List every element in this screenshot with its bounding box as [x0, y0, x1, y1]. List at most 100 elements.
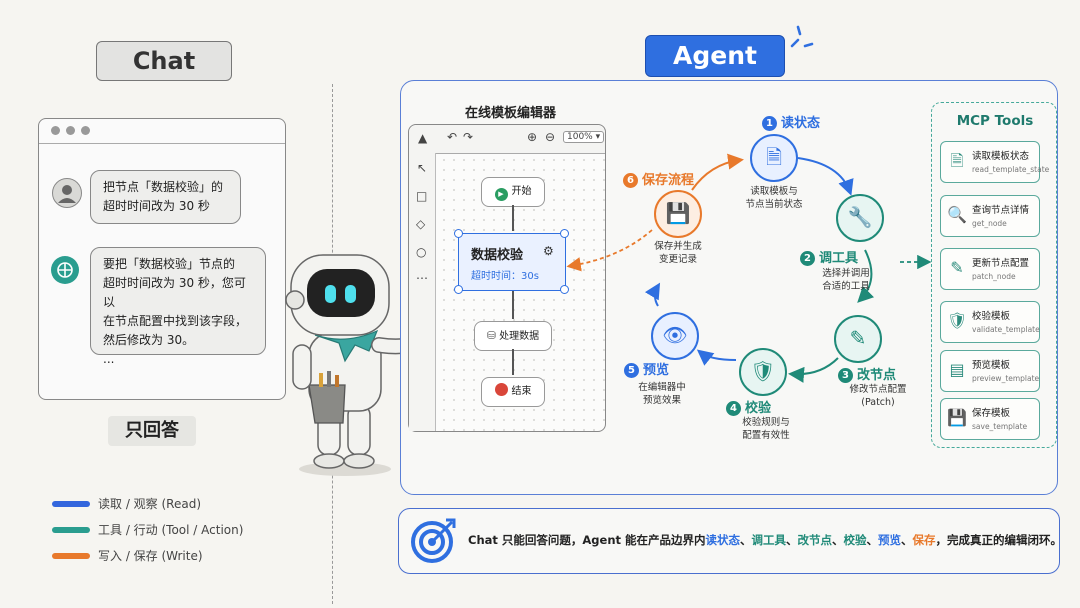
legend-swatch — [52, 527, 90, 533]
assistant-message-line: 然后修改为 30。 — [103, 333, 195, 347]
step-save-icon: 💾 — [654, 190, 702, 238]
step-validate-icon: 🛡 — [739, 348, 787, 396]
target-icon — [411, 518, 456, 563]
step-read-state-desc: 读取模板与节点当前状态 — [742, 185, 806, 211]
summary-tool: 调工具 — [751, 533, 787, 547]
editor-title: 在线模板编辑器 — [465, 106, 557, 121]
summary-sep: 、 — [832, 533, 844, 547]
node-end[interactable]: 结束 — [481, 377, 545, 407]
node-end-label: 结束 — [511, 386, 532, 397]
sparkle-icon — [790, 25, 814, 48]
step-desc-line: 在编辑器中 — [638, 382, 686, 393]
summary-patch: 改节点 — [797, 533, 833, 547]
tool-preview-template[interactable]: ▤ 预览模板 preview_template — [940, 350, 1040, 392]
user-avatar-icon — [52, 178, 82, 208]
connector — [512, 205, 514, 231]
tool-validate-template[interactable]: 🛡 校验模板 validate_template — [940, 301, 1040, 343]
node-process-data[interactable]: ⛁处理数据 — [474, 321, 552, 351]
edit-icon: ✎ — [950, 258, 964, 277]
assistant-message-line: 要把「数据校验」节点的 — [103, 257, 236, 271]
tool-get-node[interactable]: 🔍 查询节点详情 get_node — [940, 195, 1040, 237]
step-title-text: 校验 — [745, 401, 772, 416]
step-patch-node-desc: 修改节点配置 (Patch) — [840, 383, 916, 409]
step-patch-node-icon: ✎ — [834, 315, 882, 363]
legend-text: 读取 / 观察 (Read) — [98, 497, 202, 511]
more-tools-icon[interactable]: ⋯ — [416, 271, 428, 285]
step-desc-line: 修改节点配置 — [849, 384, 907, 395]
zoom-select[interactable]: 100% ▾ — [563, 131, 605, 143]
summary-save: 保存 — [912, 533, 936, 547]
search-icon: 🔍 — [947, 205, 967, 224]
tool-save-template[interactable]: 💾 保存模板 save_template — [940, 398, 1040, 440]
preview-icon: ▤ — [949, 360, 965, 379]
summary-sep: 、 — [740, 533, 752, 547]
resize-handle[interactable] — [560, 285, 569, 294]
zoom-in-icon[interactable]: ⊕ — [527, 130, 538, 144]
agent-loop-arrows — [566, 153, 932, 383]
pointer-icon[interactable]: ▲ — [418, 131, 428, 145]
summary-sep: 、 — [866, 533, 879, 547]
circle-tool-icon[interactable]: ○ — [416, 245, 427, 259]
connector — [512, 291, 514, 319]
step-number: 1 — [762, 116, 777, 131]
step-desc-line: 配置有效性 — [742, 430, 790, 441]
resize-handle[interactable] — [454, 285, 463, 294]
step-validate-title: 4 校验 — [726, 397, 771, 416]
summary-preview: 预览 — [878, 533, 902, 547]
step-desc-line: 合适的工具 — [822, 281, 870, 292]
answer-only-label: 只回答 — [108, 416, 196, 446]
resize-handle[interactable] — [560, 229, 569, 238]
window-dot — [81, 126, 90, 135]
step-title-text: 读状态 — [781, 116, 821, 131]
step-desc-line: 保存并生成 — [654, 241, 702, 252]
node-selected-title: 数据校验 — [471, 248, 524, 263]
tool-name: 校验模板 — [972, 311, 1011, 322]
step-read-state-title: 1 读状态 — [762, 112, 820, 131]
step-title-text: 保存流程 — [642, 173, 695, 188]
save-icon: 💾 — [947, 408, 967, 427]
step-preview-icon: 👁 — [651, 312, 699, 360]
play-icon: ▶ — [494, 188, 508, 201]
tool-name: 预览模板 — [972, 360, 1011, 371]
tool-name: 更新节点配置 — [972, 258, 1030, 269]
node-process-label: 处理数据 — [499, 331, 540, 342]
tool-read-template-state[interactable]: 🗎 读取模板状态 read_template_state — [940, 141, 1049, 183]
summary-validate: 校验 — [843, 533, 867, 547]
redo-icon[interactable]: ↷ — [463, 130, 474, 144]
tool-name: 查询节点详情 — [972, 205, 1030, 216]
select-tool-icon[interactable]: ↖ — [417, 161, 428, 175]
tool-patch-node[interactable]: ✎ 更新节点配置 patch_node — [940, 248, 1040, 290]
connector — [512, 349, 514, 375]
summary-box — [398, 508, 1060, 574]
tool-name: 保存模板 — [972, 408, 1011, 419]
database-icon: ⛁ — [486, 329, 497, 342]
step-save-desc: 保存并生成变更记录 — [646, 240, 710, 266]
node-data-validation[interactable]: 数据校验 ⚙ 超时时间：30s — [458, 233, 566, 291]
stop-icon — [494, 383, 508, 396]
mcp-tools-title: MCP Tools — [956, 113, 1034, 129]
step-preview-desc: 在编辑器中预览效果 — [635, 381, 689, 407]
gear-icon[interactable]: ⚙ — [543, 244, 554, 258]
step-desc-line: (Patch) — [861, 397, 895, 408]
tool-id: get_node — [972, 219, 1007, 228]
zoom-out-icon[interactable]: ⊖ — [545, 130, 556, 144]
resize-handle[interactable] — [454, 229, 463, 238]
step-number: 4 — [726, 401, 741, 416]
summary-text: Chat 只能回答问题，Agent 能在产品边界内读状态、调工具、改节点、校验、… — [468, 532, 1062, 548]
assistant-message-line: 在节点配置中找到该字段， — [103, 314, 248, 328]
assistant-avatar-icon — [51, 256, 79, 284]
summary-sep: 、 — [901, 533, 913, 547]
node-start[interactable]: ▶开始 — [481, 177, 545, 207]
document-icon: 🗎 — [950, 151, 964, 170]
step-number: 5 — [624, 363, 639, 378]
undo-icon[interactable]: ↶ — [447, 130, 458, 144]
editor-sidebar: ↖ □ ◇ ○ ⋯ — [409, 153, 436, 431]
assistant-message-line: ... — [103, 352, 115, 366]
diamond-tool-icon[interactable]: ◇ — [416, 217, 426, 231]
step-call-tool-icon: 🔧 — [836, 194, 884, 242]
rectangle-tool-icon[interactable]: □ — [416, 189, 428, 203]
tool-id: save_template — [972, 422, 1028, 431]
